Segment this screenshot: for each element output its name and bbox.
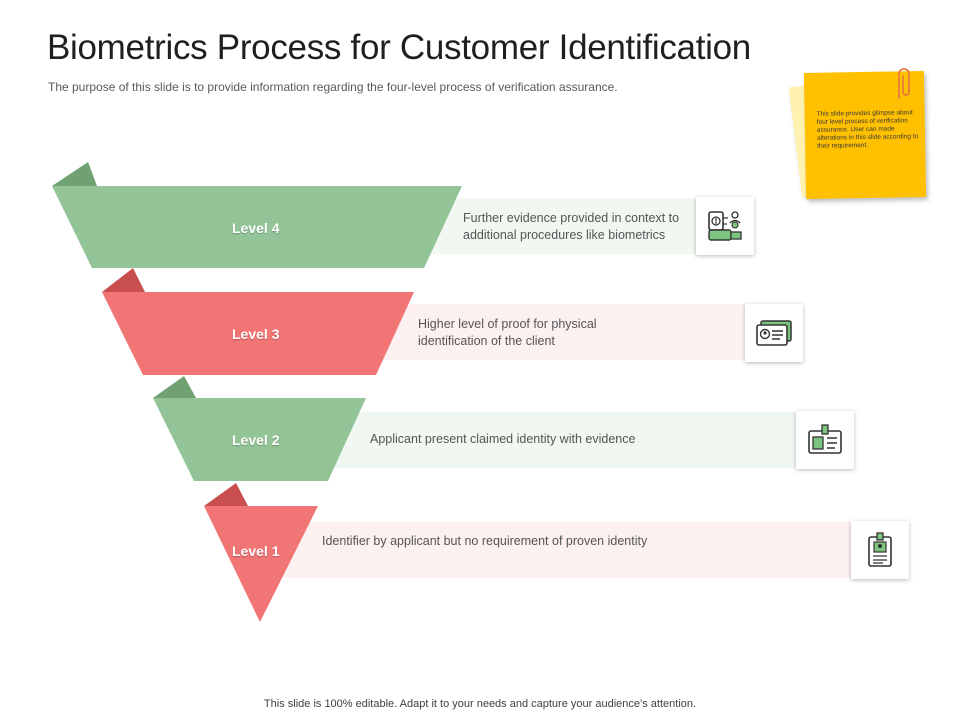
level-3-line-1: Higher level of proof for physical: [418, 317, 597, 331]
level-4-line-1: Further evidence provided in context to: [463, 211, 680, 225]
level-2-segment: [153, 398, 366, 481]
badge-icon: [808, 424, 842, 454]
level-3-icon-box: [745, 304, 803, 362]
footer-text: This slide is 100% editable. Adapt it to…: [263, 698, 697, 710]
fingerprint-scan-icon: [708, 211, 742, 241]
level-3-label: Level 3: [232, 326, 280, 342]
level-4-segment: [52, 186, 462, 268]
level-3-description: Higher level of proof for physical ident…: [418, 316, 597, 350]
level-3-segment: [102, 292, 414, 375]
id-badge-icon: [868, 532, 892, 567]
level-4-line-2: additional procedures like biometrics: [463, 228, 666, 242]
level-2-fold: [153, 376, 196, 398]
level-2-description: Applicant present claimed identity with …: [370, 432, 636, 446]
level-3-fold: [102, 268, 145, 292]
level-1-label: Level 1: [232, 543, 280, 559]
level-3-line-2: identification of the client: [418, 334, 555, 348]
level-3-band: [370, 304, 750, 360]
level-4-icon-box: [696, 197, 754, 255]
level-1-icon-box: [851, 521, 909, 579]
level-4-label: Level 4: [232, 220, 280, 236]
id-card-icon: [756, 320, 792, 346]
level-1-segment: [204, 506, 318, 622]
level-1-fold: [204, 483, 248, 506]
page-subtitle: The purpose of this slide is to provide …: [48, 80, 618, 94]
level-4-description: Further evidence provided in context to …: [463, 210, 679, 244]
page-title: Biometrics Process for Customer Identifi…: [47, 28, 751, 67]
level-1-description: Identifier by applicant but no requireme…: [322, 534, 648, 548]
level-4-band: [420, 198, 700, 254]
level-2-icon-box: [796, 411, 854, 469]
level-2-label: Level 2: [232, 432, 280, 448]
sticky-note-text: This slide provides glimpse about four l…: [816, 109, 919, 150]
level-2-band: [320, 412, 800, 468]
level-4-fold: [52, 162, 97, 186]
paperclip-icon: [898, 68, 910, 99]
level-1-band: [270, 522, 855, 578]
